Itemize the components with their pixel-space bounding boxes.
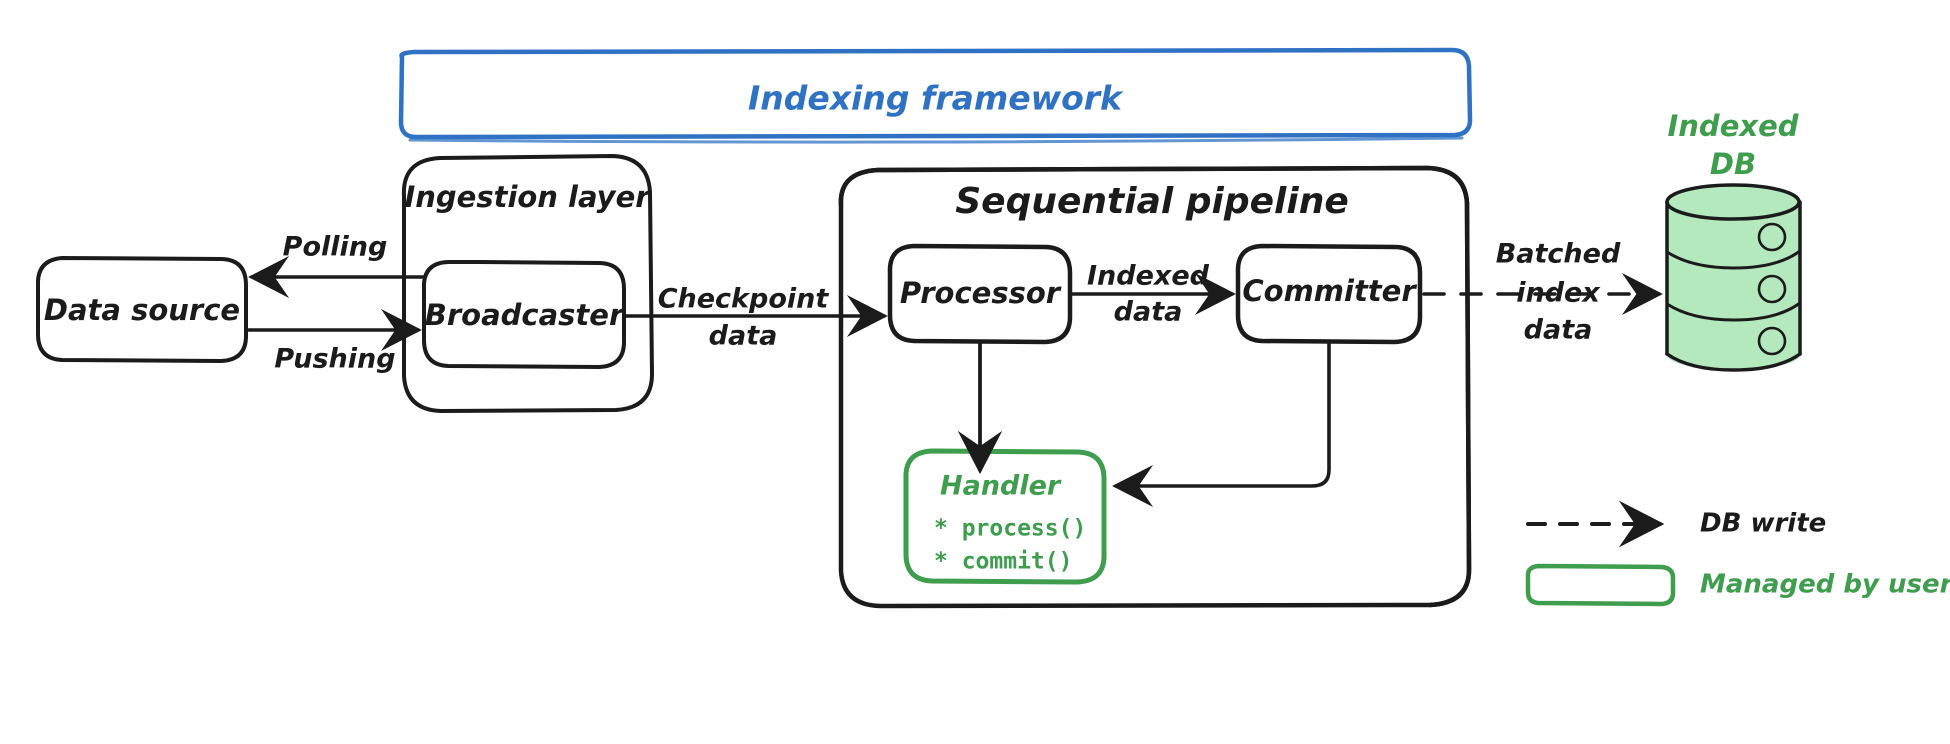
edge-checkpoint-label-line2: data [709, 321, 778, 352]
legend-item-db-write: DB write [1526, 500, 1826, 548]
indexed-db-node[interactable]: Indexed DB [1665, 109, 1802, 372]
sequential-pipeline-label: Sequential pipeline [955, 181, 1349, 222]
edge-batched-index-label-line2: index [1516, 278, 1601, 309]
broadcaster-label: Broadcaster [425, 298, 625, 332]
edge-committer-to-handler [1112, 340, 1331, 508]
edge-indexed-data-label-line2: data [1114, 297, 1183, 328]
broadcaster-node[interactable]: Broadcaster [421, 260, 626, 369]
edge-pushing-label: Pushing [274, 344, 395, 375]
edge-checkpoint-label-line1: Checkpoint [658, 284, 830, 315]
handler-node[interactable]: Handler * process() * commit() [903, 448, 1107, 585]
ingestion-layer-label: Ingestion layer [404, 180, 651, 214]
legend: DB write Managed by users [1525, 500, 1950, 607]
indexed-db-label-line2: DB [1710, 147, 1756, 181]
indexed-db-label-line1: Indexed [1668, 109, 1799, 143]
edge-indexed-data: Indexed data [1068, 261, 1236, 328]
indexing-framework-container: Indexing framework [398, 47, 1473, 144]
handler-method-commit: * commit() [934, 549, 1072, 575]
data-source-label: Data source [44, 293, 240, 327]
legend-label-db-write: DB write [1700, 509, 1826, 539]
indexing-framework-label: Indexing framework [748, 79, 1124, 118]
edge-batched-index-label-line3: data [1524, 315, 1593, 346]
processor-label: Processor [900, 276, 1062, 310]
committer-label: Committer [1242, 274, 1417, 308]
edge-indexed-data-label-line1: Indexed [1087, 261, 1210, 292]
legend-item-managed-by-users: Managed by users [1525, 563, 1950, 607]
edge-pushing: Pushing [247, 308, 422, 375]
handler-label: Handler [940, 471, 1062, 502]
committer-node[interactable]: Committer [1235, 243, 1423, 345]
handler-method-process: * process() [934, 516, 1086, 542]
processor-node[interactable]: Processor [887, 243, 1073, 345]
edge-checkpoint-data: Checkpoint data [622, 284, 888, 352]
ingestion-layer-container: Ingestion layer [401, 154, 654, 413]
edge-polling-label: Polling [283, 232, 388, 263]
edge-batched-index-data: Batched index data [1422, 239, 1663, 346]
edge-batched-index-label-line1: Batched [1496, 239, 1621, 270]
edge-polling: Polling [248, 232, 426, 299]
data-source-node[interactable]: Data source [35, 256, 248, 363]
database-cylinder-icon [1665, 183, 1802, 372]
sequential-pipeline-container: Sequential pipeline [838, 165, 1472, 609]
legend-label-managed-by-users: Managed by users [1700, 570, 1950, 600]
